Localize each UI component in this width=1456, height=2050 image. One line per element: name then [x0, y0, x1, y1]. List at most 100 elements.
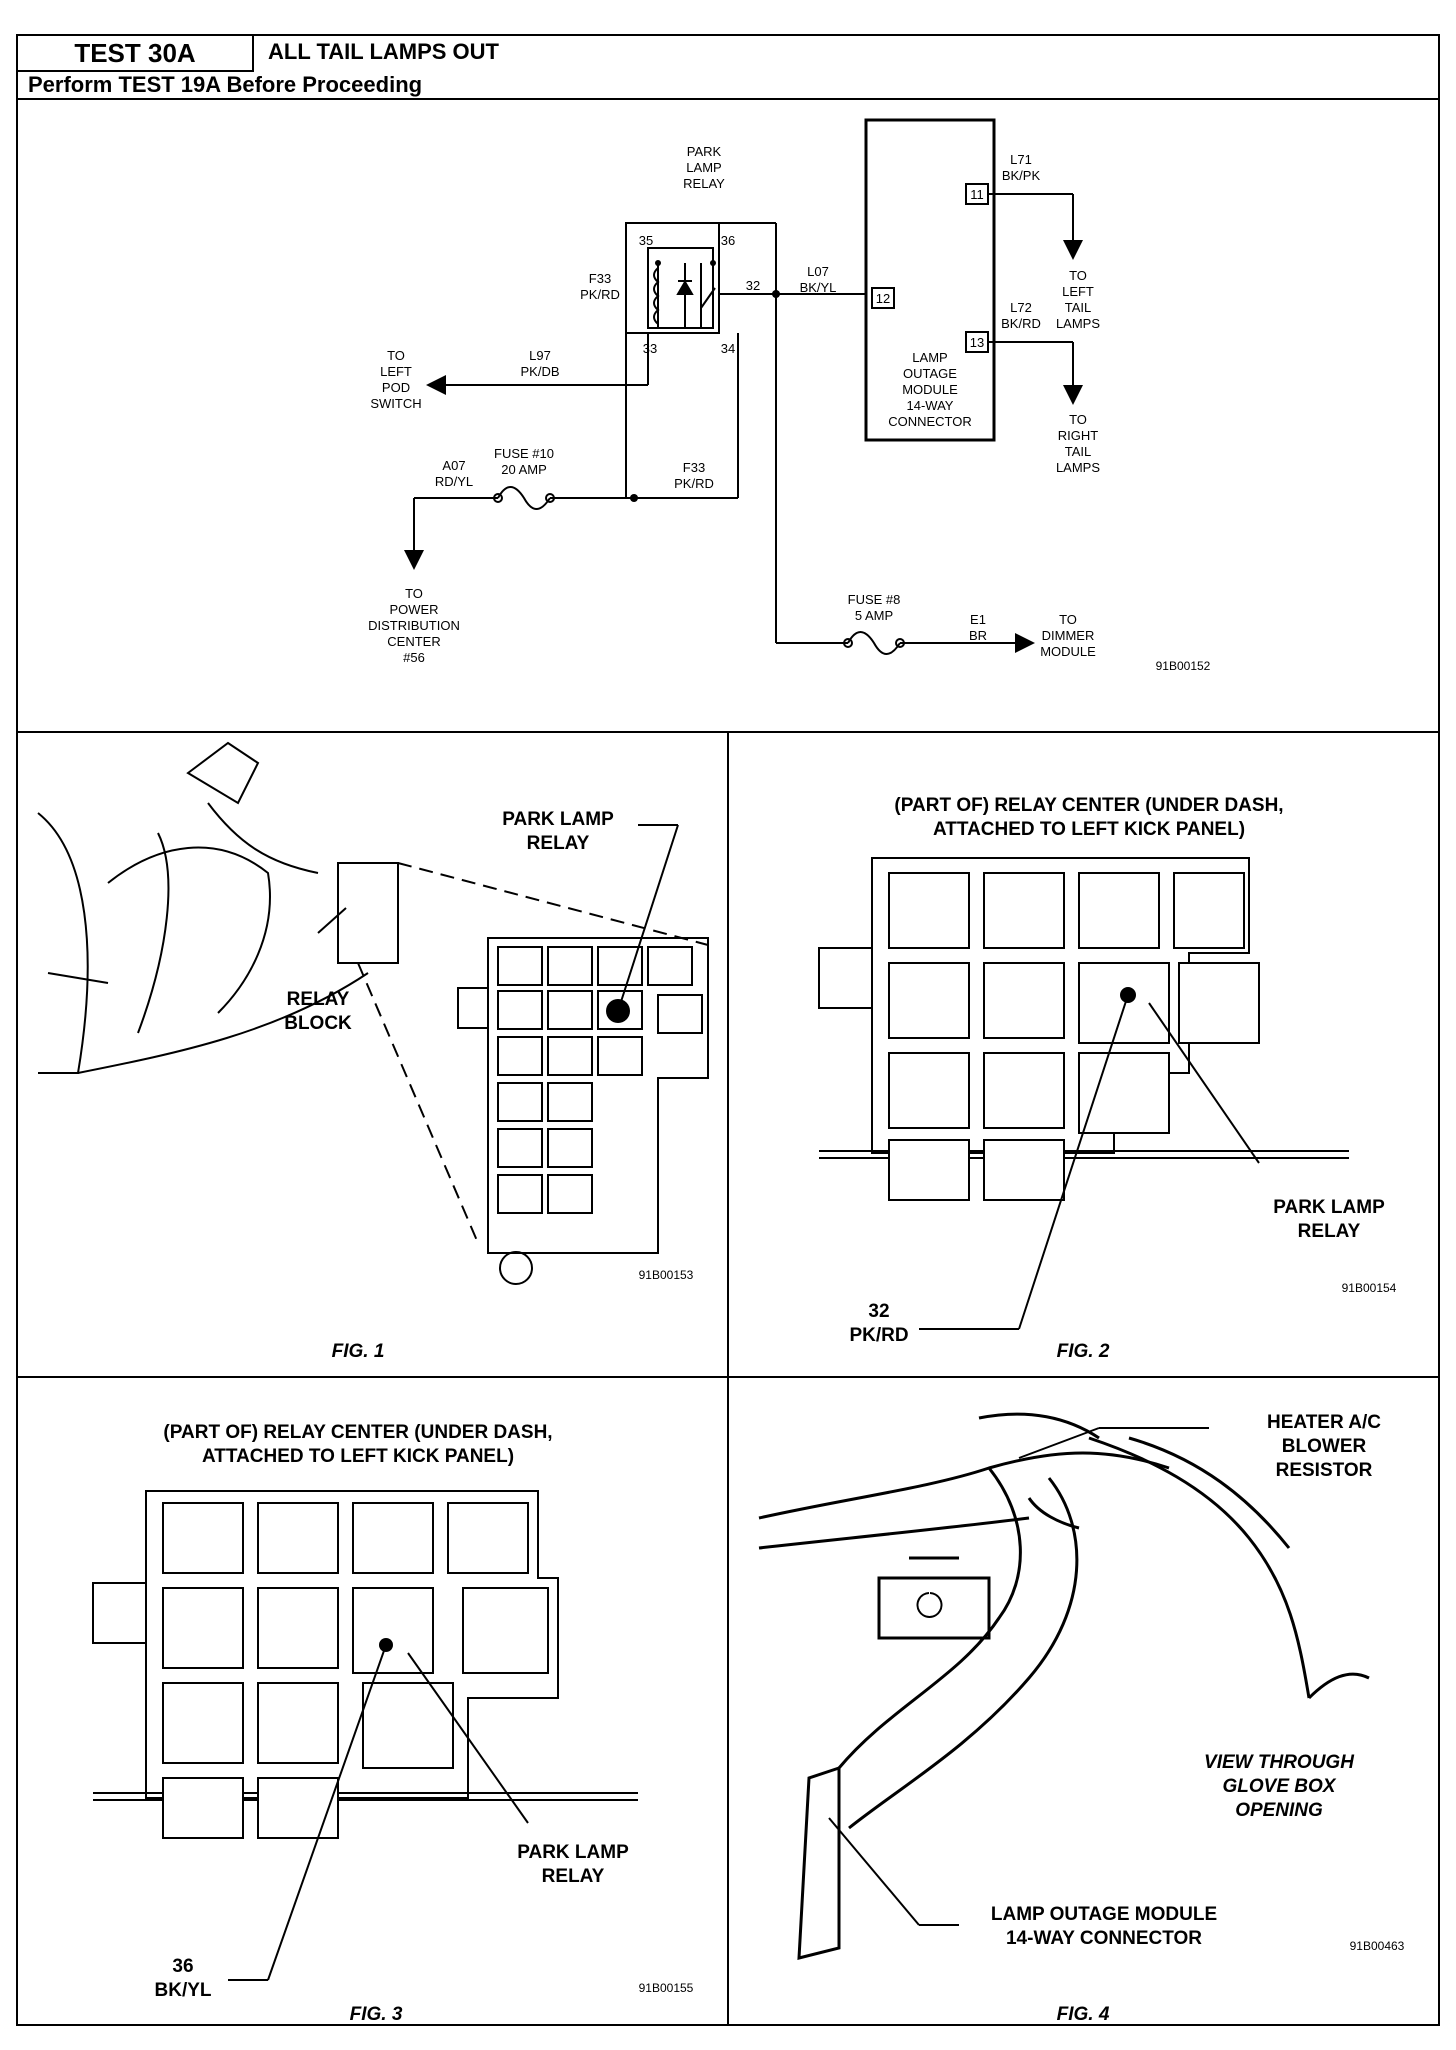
pin-34: 34 — [721, 341, 735, 356]
fig3-caption: FIG. 3 — [350, 2004, 403, 2024]
pin-33: 33 — [643, 341, 657, 356]
lamp-outage-module — [864, 118, 996, 442]
header: TEST 30A ALL TAIL LAMPS OUT Perform TEST… — [18, 36, 1438, 100]
fig3-park-lamp-1: PARK LAMP — [517, 1842, 629, 1863]
diagnostic-page: TEST 30A ALL TAIL LAMPS OUT Perform TEST… — [16, 34, 1440, 2026]
pin-36: 36 — [721, 233, 735, 248]
to-left-tail-3: TAIL — [1065, 300, 1092, 315]
module-1: LAMP — [912, 350, 947, 365]
to-pod-2: LEFT — [380, 364, 412, 379]
fig1-park-lamp-1: PARK LAMP — [502, 809, 614, 830]
fig2-park-lamp-2: RELAY — [1298, 1221, 1361, 1242]
fig1-park-lamp-2: RELAY — [527, 833, 590, 854]
fig4-module-1: LAMP OUTAGE MODULE — [991, 1904, 1217, 1925]
test-title: ALL TAIL LAMPS OUT — [268, 39, 499, 64]
l71-2: BK/PK — [1002, 168, 1041, 183]
fig2-heading-1: (PART OF) RELAY CENTER (UNDER DASH, — [894, 795, 1283, 816]
fig4-heater-3: RESISTOR — [1276, 1460, 1373, 1481]
fig3-park-lamp-2: RELAY — [542, 1866, 605, 1887]
fig1-code: 91B00153 — [639, 1268, 694, 1282]
fig2-relay-grid — [888, 872, 1260, 1201]
to-right-tail-1: TO — [1069, 412, 1087, 427]
to-dimmer-1: TO — [1059, 612, 1077, 627]
fig1-caption: FIG. 1 — [332, 1341, 385, 1362]
fig4-heater-1: HEATER A/C — [1267, 1412, 1381, 1433]
fig3-panel: (PART OF) RELAY CENTER (UNDER DASH, ATTA… — [18, 1378, 729, 2026]
to-right-tail-3: TAIL — [1065, 444, 1092, 459]
fuse8-2: 5 AMP — [855, 608, 893, 623]
fig3-code: 91B00155 — [639, 1981, 694, 1995]
a07-2: RD/YL — [435, 474, 473, 489]
a07-1: A07 — [442, 458, 465, 473]
l07-1: L07 — [807, 264, 829, 279]
to-dimmer-3: MODULE — [1040, 644, 1096, 659]
relay-label-1: PARK — [687, 144, 722, 159]
to-pdc-5: #56 — [403, 650, 425, 665]
module-3: MODULE — [902, 382, 958, 397]
to-left-tail-2: LEFT — [1062, 284, 1094, 299]
fig4-illustration: HEATER A/C BLOWER RESISTOR LAMP OUTAGE M… — [758, 1412, 1405, 2024]
fig1-relay-grid — [497, 946, 703, 1214]
fig2-park-lamp-1: PARK LAMP — [1273, 1197, 1385, 1218]
f33-b-1: F33 — [683, 460, 705, 475]
fig1-illustration: PARK LAMP RELAY RELAY BLOCK 91B00153 FIG… — [37, 741, 709, 1362]
pin-32: 32 — [746, 278, 760, 293]
to-left-tail-1: TO — [1069, 268, 1087, 283]
to-right-tail-4: LAMPS — [1056, 460, 1100, 475]
to-pod-1: TO — [387, 348, 405, 363]
wiring-schematic: PARK LAMP RELAY 35 36 32 33 34 F33 PK/RD… — [368, 118, 1211, 673]
schematic-labels: PARK LAMP RELAY 35 36 32 33 34 F33 PK/RD… — [368, 144, 1211, 673]
pin-11: 11 — [970, 187, 984, 202]
fig4-view-1: VIEW THROUGH — [1204, 1752, 1355, 1773]
fig4-module-2: 14-WAY CONNECTOR — [1006, 1928, 1202, 1949]
to-left-tail-4: LAMPS — [1056, 316, 1100, 331]
l72-2: BK/RD — [1001, 316, 1041, 331]
fig4-caption: FIG. 4 — [1057, 2004, 1110, 2024]
e1-2: BR — [969, 628, 987, 643]
to-right-tail-2: RIGHT — [1058, 428, 1099, 443]
fig3-wire-2: BK/YL — [155, 1980, 212, 2001]
fig1-relay-block-2: BLOCK — [284, 1013, 352, 1034]
fig4-code: 91B00463 — [1350, 1939, 1405, 1953]
fig3-heading-1: (PART OF) RELAY CENTER (UNDER DASH, — [163, 1422, 552, 1443]
fig1-panel: PARK LAMP RELAY RELAY BLOCK 91B00153 FIG… — [18, 733, 729, 1378]
pin-35: 35 — [639, 233, 653, 248]
l72-1: L72 — [1010, 300, 1032, 315]
relay-label-3: RELAY — [683, 176, 725, 191]
test-id: TEST 30A — [18, 36, 254, 72]
l07-2: BK/YL — [800, 280, 837, 295]
e1-1: E1 — [970, 612, 986, 627]
to-pdc-4: CENTER — [387, 634, 440, 649]
fig2-code: 91B00154 — [1342, 1281, 1397, 1295]
to-pod-4: SWITCH — [370, 396, 421, 411]
fig4-view-2: GLOVE BOX — [1223, 1776, 1337, 1797]
relay-inner-box — [647, 247, 714, 329]
to-pod-3: POD — [382, 380, 410, 395]
module-5: CONNECTOR — [888, 414, 972, 429]
fig2-wire-2: PK/RD — [849, 1325, 908, 1346]
relay-label-2: LAMP — [686, 160, 721, 175]
fig3-illustration: (PART OF) RELAY CENTER (UNDER DASH, ATTA… — [92, 1422, 694, 2024]
fig3-relay-grid — [162, 1502, 549, 1839]
fig2-wire-1: 32 — [868, 1301, 889, 1322]
fuse8-1: FUSE #8 — [848, 592, 901, 607]
f33-a-2: PK/RD — [580, 287, 620, 302]
to-dimmer-2: DIMMER — [1042, 628, 1095, 643]
fig4-view-3: OPENING — [1235, 1800, 1323, 1821]
l97-1: L97 — [529, 348, 551, 363]
l97-2: PK/DB — [520, 364, 559, 379]
fig2-panel: (PART OF) RELAY CENTER (UNDER DASH, ATTA… — [729, 733, 1438, 1378]
fig4-heater-2: BLOWER — [1282, 1436, 1367, 1457]
pin-12: 12 — [876, 291, 890, 306]
f33-b-2: PK/RD — [674, 476, 714, 491]
to-pdc-2: POWER — [389, 602, 438, 617]
to-pdc-1: TO — [405, 586, 423, 601]
f33-a-1: F33 — [589, 271, 611, 286]
schematic-code: 91B00152 — [1156, 659, 1211, 673]
pin-13: 13 — [970, 335, 984, 350]
fuse10-2: 20 AMP — [501, 462, 547, 477]
fig3-heading-2: ATTACHED TO LEFT KICK PANEL) — [202, 1446, 514, 1467]
fuse10-1: FUSE #10 — [494, 446, 554, 461]
fig3-wire-1: 36 — [172, 1956, 193, 1977]
fig2-illustration: (PART OF) RELAY CENTER (UNDER DASH, ATTA… — [818, 795, 1397, 1362]
